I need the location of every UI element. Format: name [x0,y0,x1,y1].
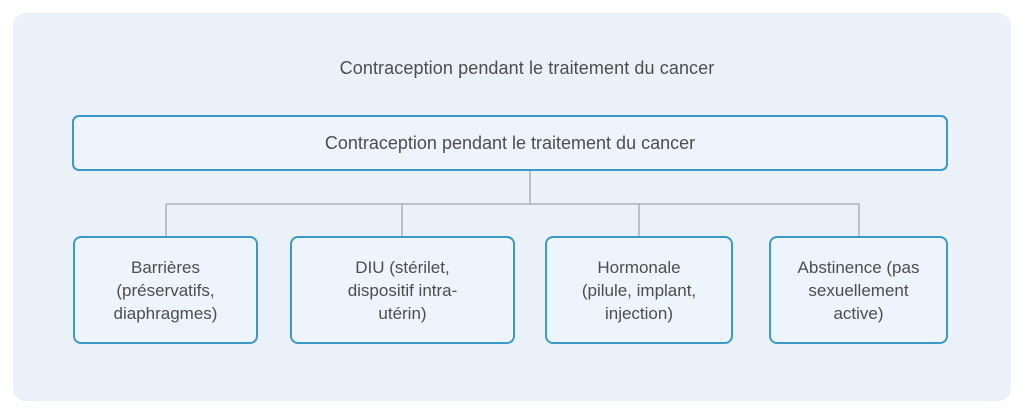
node-abstinence: Abstinence (pas sexuellement active) [769,236,948,344]
node-diu-label: DIU (stérilet, dispositif intra- utérin) [347,257,458,323]
node-abstinence-label: Abstinence (pas sexuellement active) [797,257,920,323]
node-hormonale-label: Hormonale (pilule, implant, injection) [581,257,697,323]
node-hormonale: Hormonale (pilule, implant, injection) [545,236,733,344]
node-barrieres-label: Barrières (préservatifs, diaphragmes) [113,257,218,323]
node-root: Contraception pendant le traitement du c… [72,115,948,171]
node-diu: DIU (stérilet, dispositif intra- utérin) [290,236,515,344]
diagram-title: Contraception pendant le traitement du c… [339,58,715,78]
node-root-label: Contraception pendant le traitement du c… [324,132,696,153]
node-barrieres: Barrières (préservatifs, diaphragmes) [73,236,258,344]
